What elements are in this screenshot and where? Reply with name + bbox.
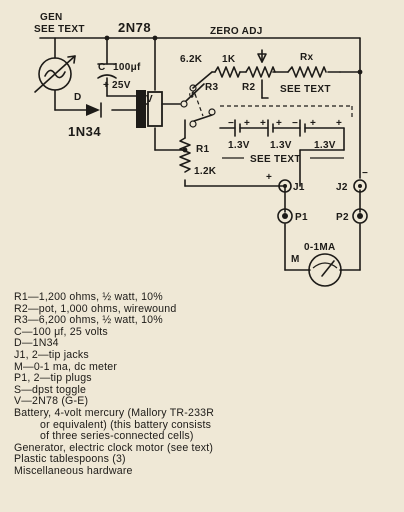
resistor-chain <box>214 53 341 78</box>
parts-item-continued: or equivalent) (this battery consists <box>40 418 212 431</box>
parts-item: Plastic tablespoons (3) <box>14 453 126 466</box>
r1-label: R1 <box>196 144 210 155</box>
cell-2-voltage: 1.3V <box>270 140 292 151</box>
j1-label: J1 <box>293 182 305 193</box>
r1-value: 1.2K <box>194 166 217 177</box>
svg-text:−: − <box>228 118 234 129</box>
parts-item: M—0-1 ma, dc meter <box>14 360 118 373</box>
meter-range: 0-1MA <box>304 242 336 253</box>
parts-item: R2—pot, 1,000 ohms, wirewound <box>14 302 177 315</box>
capacitor-voltage: 25V <box>112 80 131 91</box>
capacitor-plus: + <box>103 80 109 91</box>
wiring <box>39 37 361 271</box>
svg-text:+: + <box>276 118 282 129</box>
diode-letter: D <box>74 92 82 103</box>
rx-label: Rx <box>300 52 314 63</box>
transistor-letter: V <box>146 94 153 105</box>
capacitor-label: C <box>98 62 106 73</box>
switch-label: S <box>187 90 199 100</box>
parts-item: J1, 2—tip jacks <box>14 348 89 361</box>
capacitor-symbol <box>97 63 117 79</box>
switch-symbol <box>180 83 216 128</box>
battery-note: SEE TEXT <box>250 154 301 165</box>
r2-label: R2 <box>242 82 256 93</box>
svg-text:+: + <box>336 118 342 129</box>
p1-label: P1 <box>295 212 308 223</box>
parts-item: D—1N34 <box>14 337 59 350</box>
parts-list: R1—1,200 ohms, ½ watt, 10% R2—pot, 1,000… <box>14 291 394 478</box>
rx-note: SEE TEXT <box>280 84 331 95</box>
diode-symbol <box>86 102 102 118</box>
parts-item: V—2N78 (G-E) <box>14 395 89 408</box>
r2-value: 1K <box>222 54 236 65</box>
r3-label: R3 <box>205 82 219 93</box>
meter-symbol <box>308 253 342 287</box>
zero-adj-label: ZERO ADJ <box>210 26 263 37</box>
meter-label: M <box>291 254 300 265</box>
gen-note: SEE TEXT <box>34 24 85 35</box>
circuit-schematic: GEN SEE TEXT 2N78 ZERO ADJ C 100μf + 25V… <box>34 12 368 287</box>
r3-value: 6.2K <box>180 54 203 65</box>
parts-item: R3—6,200 ohms, ½ watt, 10% <box>14 314 163 327</box>
capacitor-value: 100μf <box>113 62 141 73</box>
parts-item: C—100 μf, 25 volts <box>14 325 108 338</box>
generator-symbol <box>34 55 76 93</box>
parts-item: Miscellaneous hardware <box>14 464 133 477</box>
plug-p1 <box>277 208 293 224</box>
cell-3-voltage: 1.3V <box>314 140 336 151</box>
svg-text:+: + <box>310 118 316 129</box>
j1-plus: + <box>266 172 272 183</box>
svg-text:−: − <box>292 118 298 129</box>
parts-item: Battery, 4-volt mercury (Mallory TR-233R <box>14 406 215 419</box>
jack-j2 <box>353 179 367 193</box>
parts-item: R1—1,200 ohms, ½ watt, 10% <box>14 291 163 303</box>
transistor-label: 2N78 <box>118 20 151 35</box>
parts-item: S—dpst toggle <box>14 383 87 396</box>
svg-text:+: + <box>244 118 250 129</box>
parts-item: Generator, electric clock motor (see tex… <box>14 441 214 454</box>
j2-minus: − <box>362 168 368 179</box>
p2-label: P2 <box>336 212 349 223</box>
parts-item: P1, 2—tip plugs <box>14 372 92 385</box>
transistor-symbol <box>136 90 163 128</box>
plug-p2 <box>352 208 368 224</box>
jack-j1 <box>278 179 292 193</box>
diode-label: 1N34 <box>68 124 101 139</box>
parts-item-continued: of three series-connected cells) <box>40 430 194 443</box>
svg-text:+: + <box>260 118 266 129</box>
cell-1-voltage: 1.3V <box>228 140 250 151</box>
r1-symbol <box>179 137 191 173</box>
battery-cells: − + + + − + + <box>220 105 353 137</box>
gen-label: GEN <box>40 12 63 23</box>
j2-label: J2 <box>336 182 348 193</box>
